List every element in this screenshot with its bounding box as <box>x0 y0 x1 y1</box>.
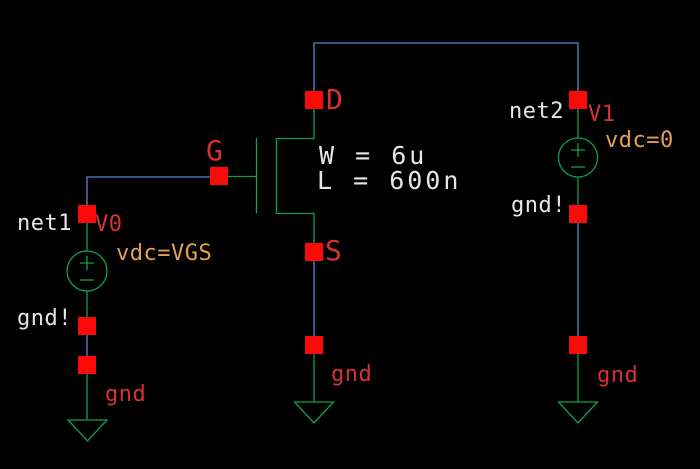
transistor-length-label[interactable]: L = 600n <box>317 166 462 195</box>
gnd-net-label-right: gnd! <box>511 193 566 218</box>
gnd-symbol-label-mid: gnd <box>331 362 373 387</box>
v0-plus-icon[interactable] <box>80 256 94 270</box>
gnd-symbol-right[interactable] <box>557 354 599 424</box>
nmos-transistor-symbol[interactable] <box>228 108 315 245</box>
gnd-right-triangle-icon[interactable] <box>557 401 599 424</box>
gnd-symbol-left[interactable] <box>66 374 109 442</box>
transistor-width-label[interactable]: W = 6u <box>319 141 428 170</box>
v1-negative-pin-square[interactable] <box>569 205 587 223</box>
v1-positive-pin-square[interactable] <box>569 91 587 109</box>
v1-instance-label[interactable]: V1 <box>588 102 616 127</box>
gnd-net-label-left: gnd! <box>17 306 72 331</box>
gnd-right-pin-square[interactable] <box>569 336 587 354</box>
gnd-symbol-label-right: gnd <box>597 363 639 388</box>
v0-instance-label[interactable]: V0 <box>95 212 123 237</box>
drain-pin-label: D <box>326 83 343 116</box>
v0-positive-pin-square[interactable] <box>78 205 96 223</box>
vsource-v1-symbol[interactable] <box>557 109 599 206</box>
v1-plus-icon[interactable] <box>571 143 585 157</box>
vsource-v0-symbol[interactable] <box>66 222 108 318</box>
wire-net1-gate[interactable] <box>86 176 210 206</box>
gnd-left-pin-square[interactable] <box>78 356 96 374</box>
gnd-symbol-mid[interactable] <box>293 354 335 424</box>
v0-negative-pin-square[interactable] <box>78 317 96 335</box>
gnd-mid-pin-square[interactable] <box>305 336 323 354</box>
drain-pin-square[interactable] <box>305 91 323 109</box>
v0-param-label[interactable]: vdc=VGS <box>116 241 213 266</box>
gate-pin-label: G <box>206 134 223 167</box>
v1-param-label[interactable]: vdc=0 <box>605 128 674 153</box>
gnd-mid-triangle-icon[interactable] <box>293 401 335 424</box>
nmos-source-lead[interactable] <box>276 212 315 245</box>
gnd-symbol-label-left: gnd <box>105 382 147 407</box>
source-pin-label: S <box>325 234 342 267</box>
wire-drain-to-v1-net[interactable] <box>313 42 579 92</box>
gate-pin-square[interactable] <box>210 167 228 185</box>
net1-label: net1 <box>17 211 72 236</box>
gnd-left-triangle-icon[interactable] <box>66 419 109 442</box>
source-pin-square[interactable] <box>305 243 323 261</box>
net2-label: net2 <box>509 99 564 124</box>
nmos-drain-lead[interactable] <box>276 108 315 140</box>
